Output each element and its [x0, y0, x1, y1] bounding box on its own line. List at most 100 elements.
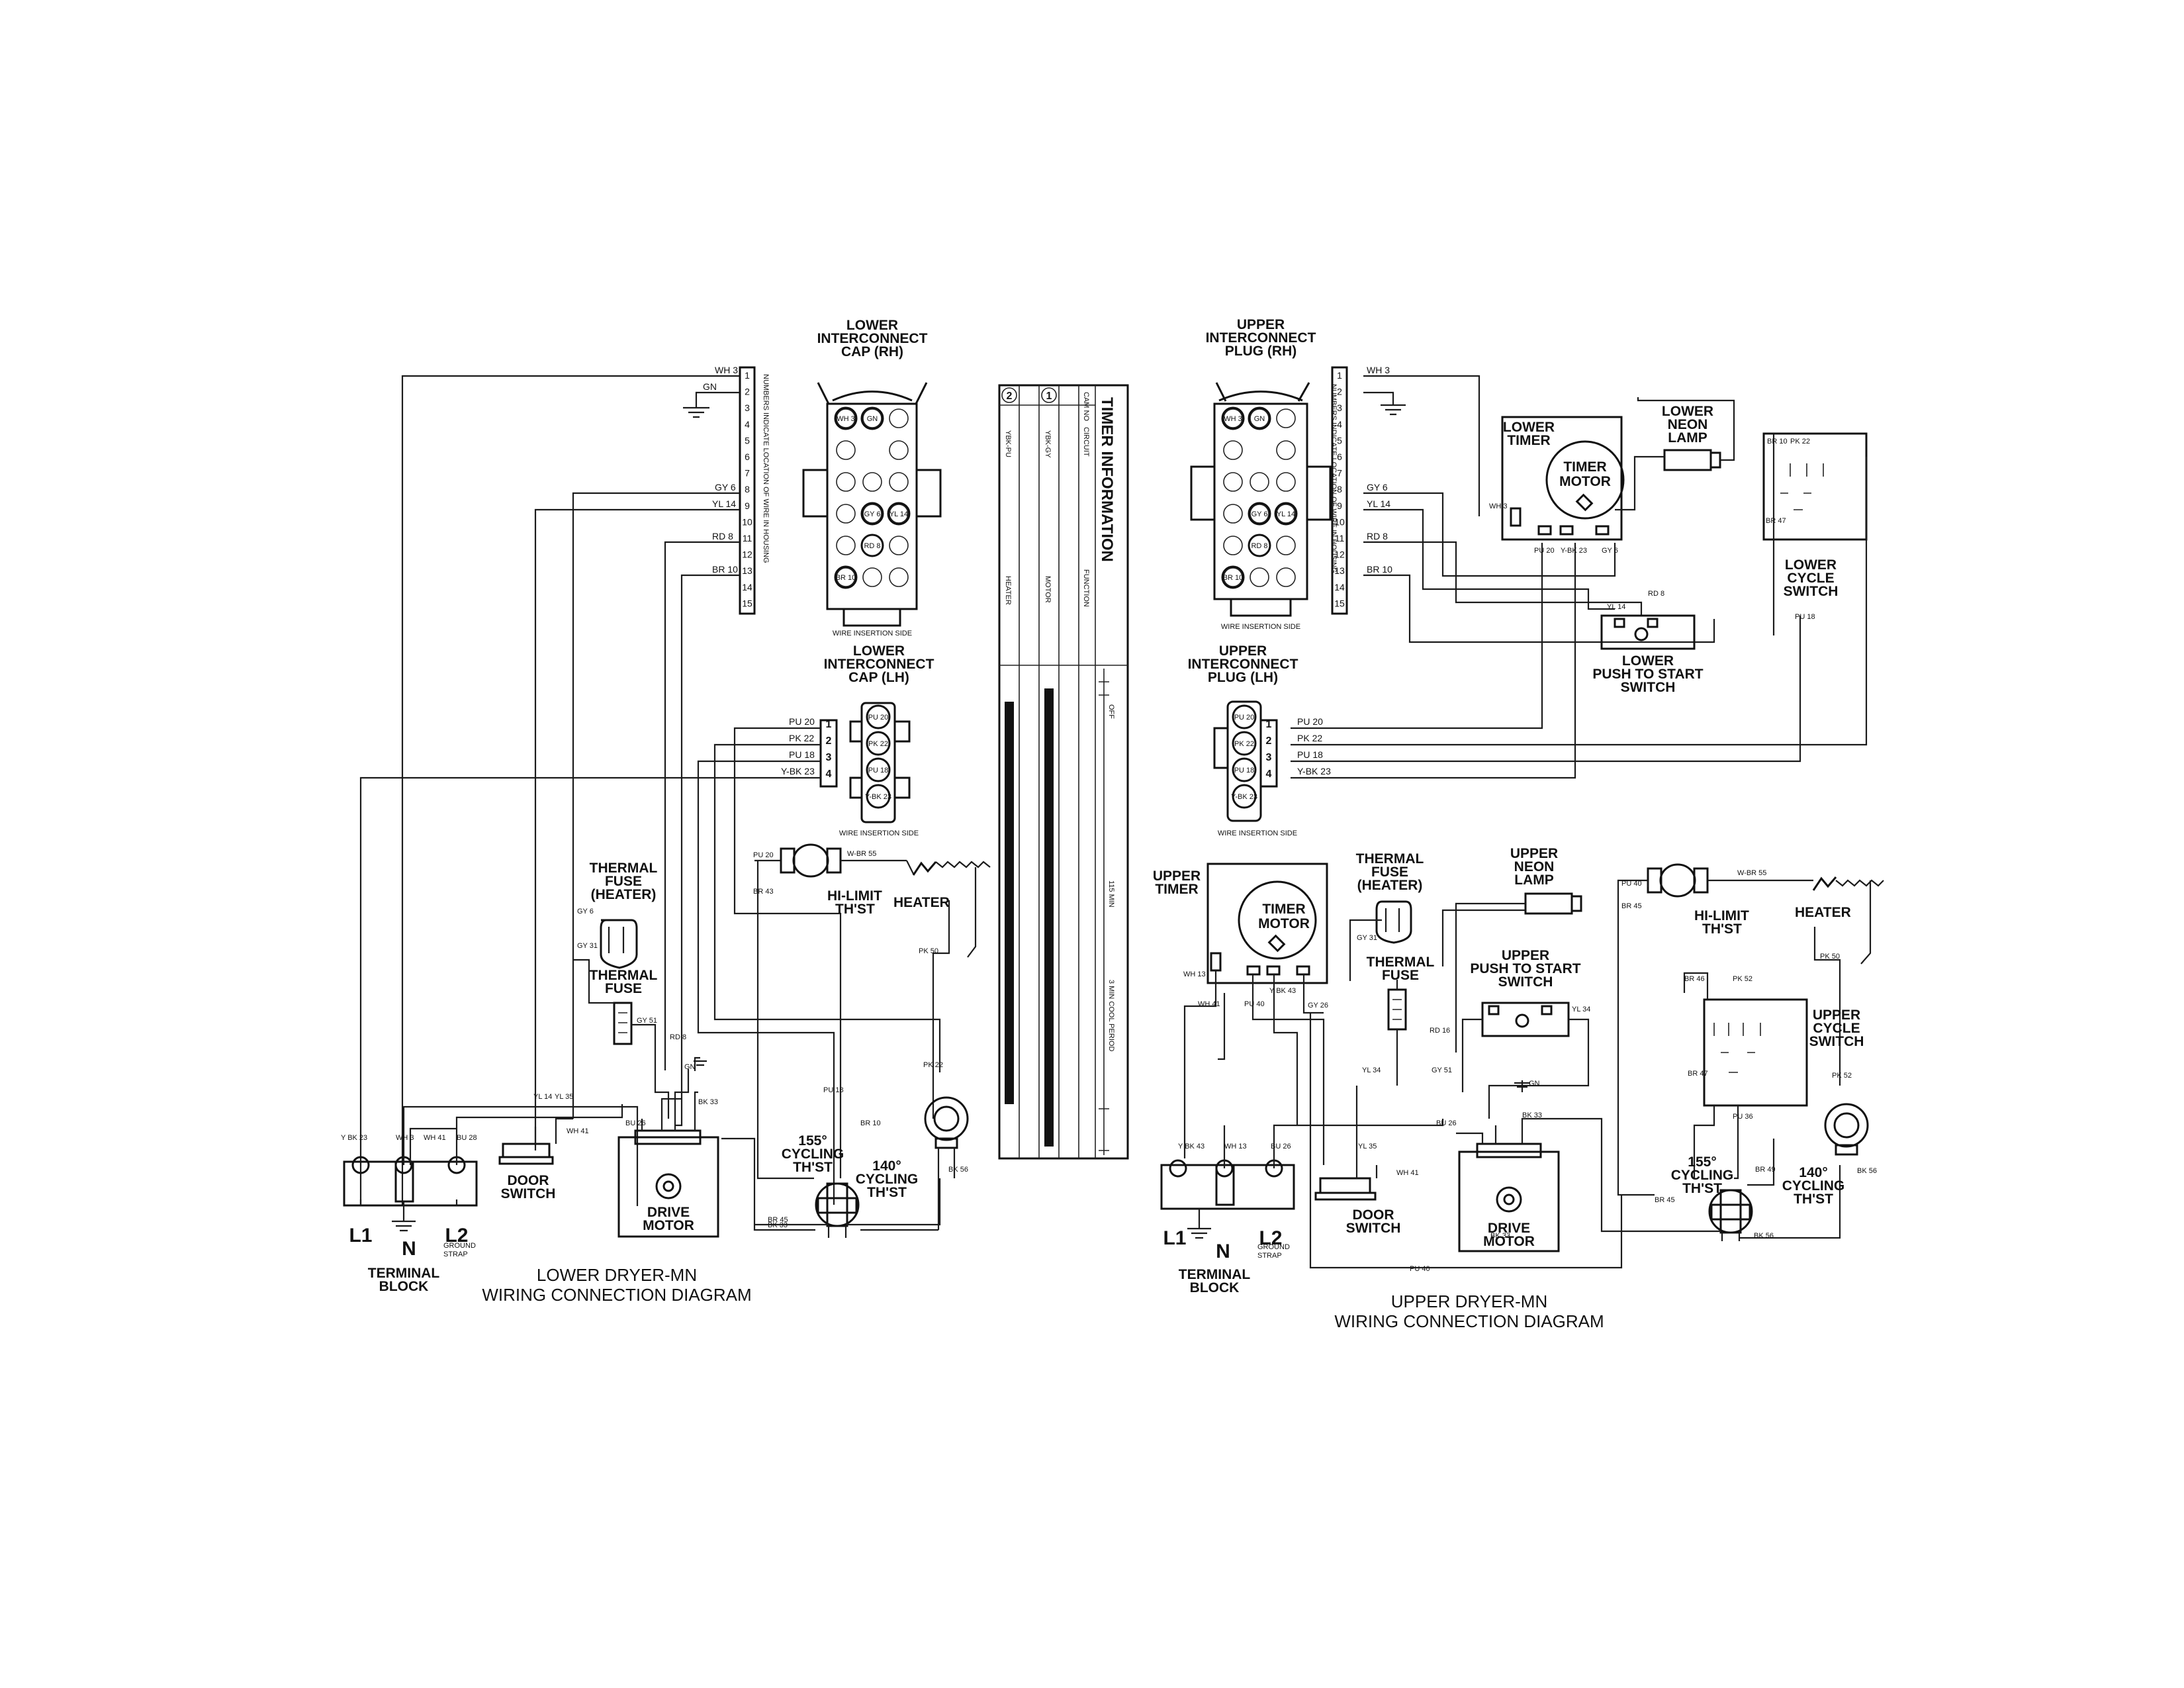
lower-cap-lh-pin-number: 4	[826, 769, 832, 780]
lower-push-to-start-label-2: PUSH TO START	[1592, 667, 1703, 682]
lower-cap-lh-pin	[866, 731, 891, 756]
upper-plug-lh-pin-number: 4	[1266, 769, 1272, 780]
lbl-lower-yl14: YL 14	[533, 1093, 552, 1101]
upper-plug-lh-pin	[1232, 784, 1257, 809]
upper-plug-lh-pin	[1232, 757, 1257, 782]
lower-cap-lh-pin	[866, 784, 891, 809]
lbl-upper-br45: BR 45	[1621, 902, 1642, 910]
upper-drive-motor: DRIVE MOTOR BU 26 BK 33 GN	[1436, 1080, 1721, 1252]
upper-housing-number: 5	[1337, 435, 1342, 445]
lbl-upper-bu26b: BU 26	[1271, 1143, 1291, 1150]
lbl-upper-br49: BR 49	[1755, 1166, 1776, 1174]
upper-155-label-1: 155°	[1688, 1154, 1716, 1170]
lower-timer-motor-label-2: MOTOR	[1559, 474, 1611, 489]
lower-tfh-label-1: THERMAL	[590, 861, 658, 876]
upper-door-switch-label-2: SWITCH	[1346, 1221, 1401, 1236]
lower-cap-rh-cavity	[889, 567, 909, 587]
upper-n-label: N	[1216, 1241, 1230, 1262]
upper-plug-wire-ybk23: Y-BK 23	[1297, 766, 1331, 776]
timer-information-table: TIMER INFORMATION CAM NO CIRCUIT FUNCTIO…	[998, 384, 1129, 1160]
upper-155-label-3: TH'ST	[1682, 1181, 1722, 1196]
upper-plug-rh-cavity	[1223, 408, 1243, 428]
lower-cap-rh-pin-label: GY 6	[864, 510, 881, 518]
lower-cycle-switch: BR 10 PK 22 BR 47 LOWER CYCLE SWITCH PU …	[1762, 432, 1868, 748]
lower-housing-number: 1	[745, 370, 750, 381]
lbl-upper-ybk23t: Y-BK 23	[1561, 547, 1587, 555]
upper-wire-label-wh3: WH 3	[1367, 365, 1390, 375]
lower-cap-rh-title-3: CAP (RH)	[841, 344, 903, 359]
timer-row2-function: HEATER	[1004, 576, 1012, 605]
upper-plug-lh-pin-number: 3	[1266, 752, 1272, 763]
lower-housing-number: 14	[742, 582, 752, 592]
lower-cap-rh-cavity	[836, 408, 856, 428]
lbl-lower-wbr55: W-BR 55	[847, 850, 876, 858]
lbl-upper-br10: BR 10	[1767, 438, 1788, 445]
lower-timer: LOWER TIMER TIMER MOTOR WH 3 PU 20 Y-BK …	[1489, 416, 1625, 555]
lower-wire-label-gy6: GY 6	[715, 482, 736, 492]
upper-plug-rh-cavity	[1276, 408, 1296, 428]
upper-plug-rh-pin-label: WH 3	[1224, 415, 1242, 423]
upper-housing-number: 13	[1334, 565, 1345, 576]
lbl-upper-wh41: WH 41	[1198, 1000, 1220, 1008]
lbl-upper-pk22: PK 22	[1790, 438, 1810, 445]
upper-housing-number: 6	[1337, 451, 1342, 462]
upper-housing-number: 10	[1334, 516, 1345, 527]
upper-plug-rh-cavity	[1276, 536, 1296, 555]
upper-wire-label-br10: BR 10	[1367, 564, 1392, 575]
lower-housing-number: 8	[745, 484, 750, 494]
upper-plug-lh-title-3: PLUG (LH)	[1208, 670, 1278, 685]
upper-timer-label-2: TIMER	[1155, 882, 1198, 897]
upper-hi-limit-label-2: TH'ST	[1702, 921, 1742, 937]
upper-plug-wire-pu18: PU 18	[1297, 749, 1323, 760]
upper-diagram-title-2: WIRING CONNECTION DIAGRAM	[1334, 1311, 1604, 1331]
lower-door-switch: DOOR SWITCH	[498, 1117, 573, 1201]
upper-140-label-1: 140°	[1799, 1165, 1827, 1180]
lower-cap-lh-pin	[866, 757, 891, 782]
lower-cap-lh-pin-number: 2	[826, 735, 832, 747]
lbl-upper-pu40: PU 40	[1244, 1000, 1265, 1008]
upper-push-to-start-label-1: UPPER	[1502, 948, 1549, 963]
upper-plug-wire-pu20: PU 20	[1297, 716, 1323, 727]
upper-155-label-2: CYCLING	[1671, 1168, 1734, 1183]
upper-plug-lh-title-2: INTERCONNECT	[1188, 657, 1298, 672]
lower-drive-motor: DRIVE MOTOR	[617, 1056, 719, 1238]
timer-row1-circuit: YBK-GY	[1044, 430, 1052, 458]
lbl-upper-pu20t: PU 20	[1534, 547, 1555, 555]
lbl-lower-gn: GN	[684, 1063, 696, 1071]
lower-cap-rh-cavity	[836, 504, 856, 524]
lower-neon-lamp: LOWER NEON LAMP	[1615, 397, 1735, 511]
lbl-lower-bu26: BU 26	[625, 1119, 646, 1127]
upper-timer-motor-label-1: TIMER	[1262, 902, 1305, 917]
lower-wire-label-wh3: WH 3	[715, 365, 738, 375]
lbl-upper-ybk43: Y BK 43	[1269, 987, 1296, 995]
lbl-upper-pk52b: PK 52	[1832, 1072, 1852, 1080]
lbl-lower-bk33: BK 33	[698, 1098, 718, 1106]
upper-ground-strap-1: GROUND	[1257, 1243, 1290, 1251]
lower-cap-rh-cavity	[836, 536, 856, 555]
upper-plug-lh-insertion-side: WIRE INSERTION SIDE	[1218, 829, 1297, 837]
upper-plug-rh-cavity	[1250, 472, 1269, 492]
lower-housing-number: 15	[742, 598, 752, 608]
lbl-upper-br46: BR 46	[1684, 975, 1705, 983]
lbl-lower-wh3: WH 3	[396, 1134, 414, 1142]
lower-cap-lh-pin-label: PK 22	[868, 740, 888, 748]
lower-cap-rh-title-2: INTERCONNECT	[817, 331, 928, 346]
lower-housing-number: 13	[742, 565, 752, 576]
timer-row2-on-bar	[1005, 702, 1014, 1104]
lower-cap-rh-pin-wire	[834, 406, 858, 430]
lower-cycle-switch-label-1: LOWER	[1785, 557, 1837, 573]
lower-housing-number: 2	[745, 387, 750, 397]
lower-l2-label: L2	[445, 1225, 468, 1246]
lower-heater-label: HEATER	[893, 895, 950, 910]
upper-plug-rh-pin-wire	[1221, 406, 1245, 430]
lower-cap-rh-cavity	[862, 567, 882, 587]
lbl-lower-br10: BR 10	[860, 1119, 881, 1127]
lower-tf-label-1: THERMAL	[590, 968, 658, 983]
lower-neon-lamp-label-2: NEON	[1668, 417, 1708, 432]
lower-cap-rh-pin-label: GN	[867, 415, 878, 423]
upper-door-switch-label-1: DOOR	[1353, 1207, 1394, 1223]
lbl-lower-gy31: GY 31	[577, 942, 598, 950]
upper-plug-rh-cavity	[1223, 536, 1243, 555]
